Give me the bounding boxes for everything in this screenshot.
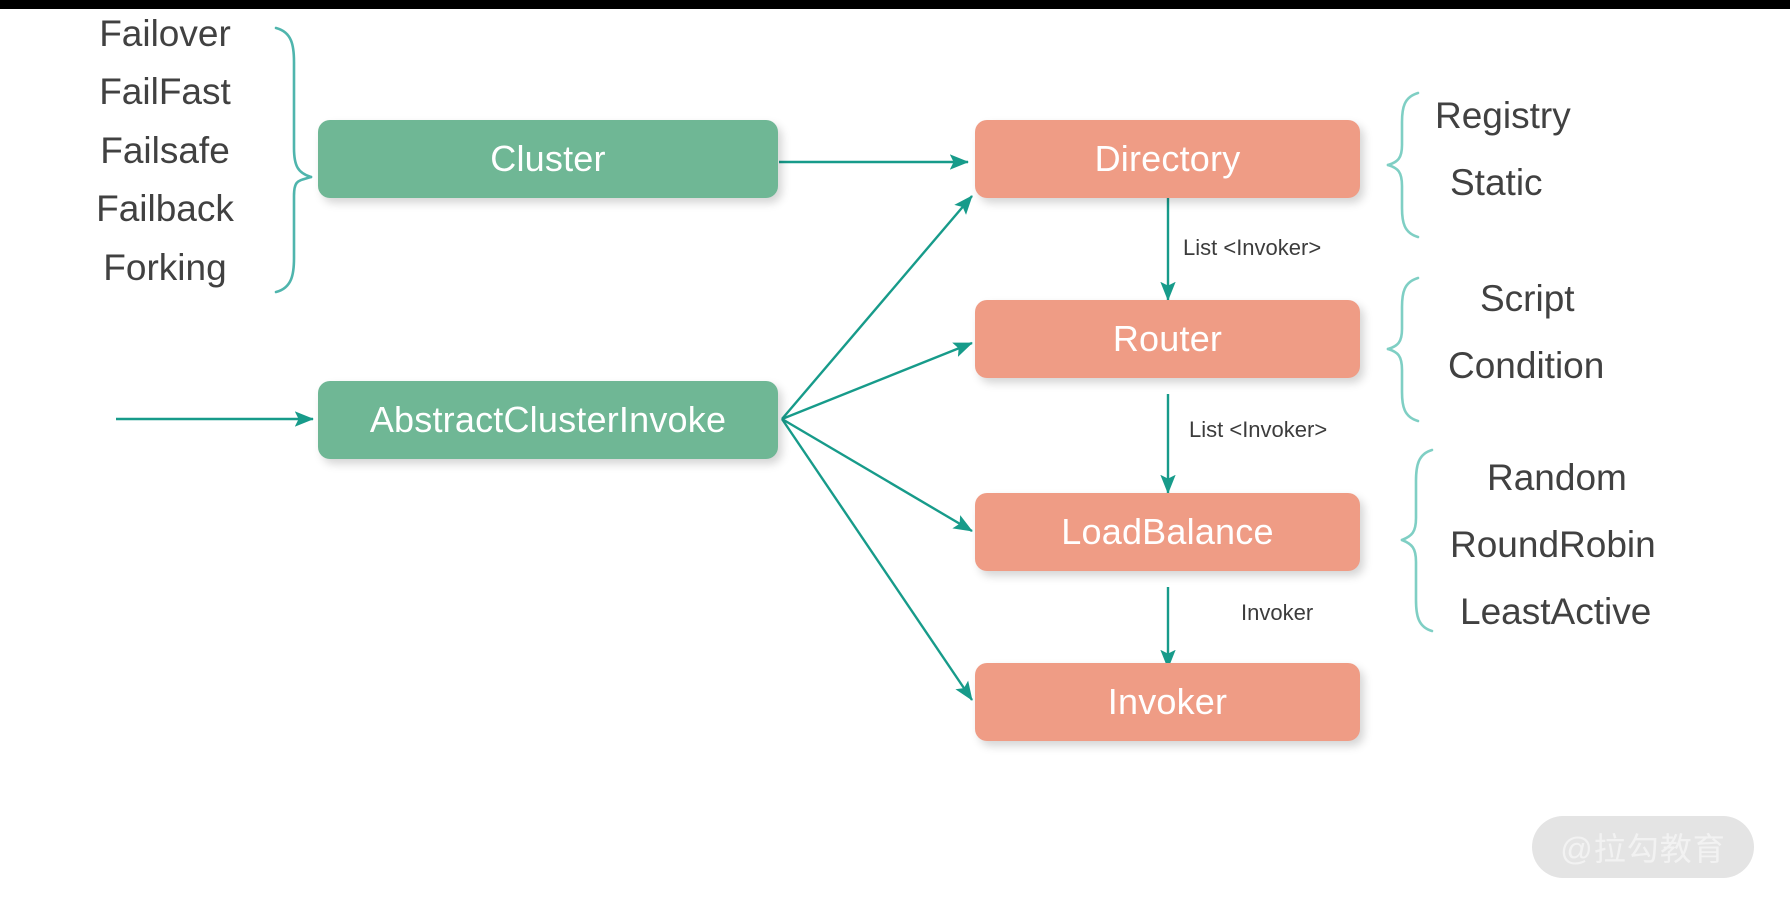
- right-group-directory-item-registry: Registry: [1435, 95, 1571, 136]
- brace-router-icon: [1386, 276, 1420, 423]
- node-invoker[interactable]: Invoker: [975, 663, 1360, 741]
- brace-directory-icon: [1386, 91, 1420, 239]
- edge-aci-invoker: [781, 418, 973, 701]
- right-group-directory-item-static: Static: [1450, 162, 1543, 203]
- right-group-loadbalance-item-leastactive: LeastActive: [1460, 591, 1652, 632]
- left-group-item-failover: Failover: [99, 13, 231, 54]
- edge-aci-directory: [781, 195, 973, 420]
- edge-label-directory-router: List <Invoker>: [1177, 235, 1328, 261]
- node-router-label: Router: [1112, 318, 1223, 359]
- top-black-bar: [0, 0, 1790, 9]
- edge-label-router-loadbalance: List <Invoker>: [1183, 417, 1334, 443]
- brace-loadbalance-icon: [1400, 448, 1434, 633]
- left-group-item-forking: Forking: [103, 247, 227, 288]
- watermark-text: @拉勾教育: [1560, 831, 1726, 867]
- right-group-loadbalance-item-roundrobin: RoundRobin: [1450, 524, 1656, 565]
- left-brace-icon: [274, 26, 313, 294]
- left-group-item-failfast: FailFast: [99, 71, 231, 112]
- node-router[interactable]: Router: [975, 300, 1360, 378]
- node-invoker-label: Invoker: [1107, 681, 1228, 722]
- node-directory[interactable]: Directory: [975, 120, 1360, 198]
- edge-aci-router: [781, 341, 973, 421]
- edge-label-loadbalance-invoker: Invoker: [1235, 600, 1320, 626]
- right-group-router-item-condition: Condition: [1448, 345, 1605, 386]
- right-group-loadbalance-item-random: Random: [1487, 457, 1627, 498]
- node-abstract-cluster-invoke-label: AbstractClusterInvoke: [369, 399, 727, 440]
- node-loadbalance-label: LoadBalance: [1061, 511, 1274, 552]
- right-group-router-item-script: Script: [1480, 278, 1575, 319]
- node-cluster-label: Cluster: [490, 138, 606, 179]
- node-cluster[interactable]: Cluster: [318, 120, 778, 198]
- left-group-item-failsafe: Failsafe: [100, 130, 230, 171]
- edge-aci-loadbalance: [781, 417, 973, 533]
- node-directory-label: Directory: [1094, 138, 1241, 179]
- node-loadbalance[interactable]: LoadBalance: [975, 493, 1360, 571]
- left-group-item-failback: Failback: [96, 188, 234, 229]
- watermark: @拉勾教育: [1532, 816, 1754, 878]
- node-abstract-cluster-invoke[interactable]: AbstractClusterInvoke: [318, 381, 778, 459]
